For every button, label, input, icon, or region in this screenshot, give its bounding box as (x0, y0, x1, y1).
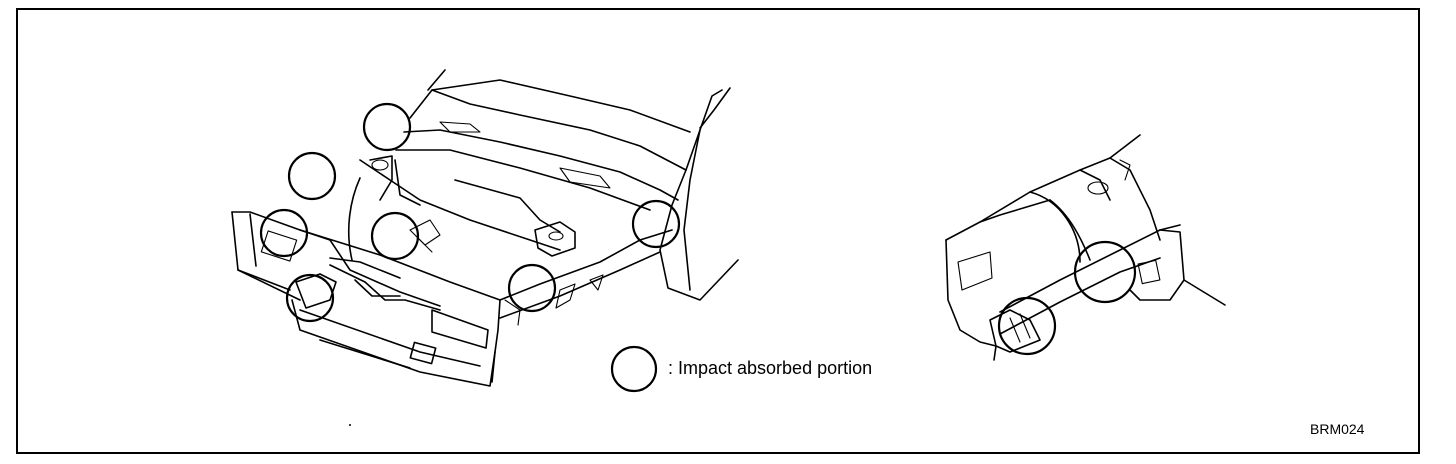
impact-marker (370, 211, 420, 261)
impact-marker (362, 102, 412, 152)
side-member-drawing (945, 134, 1226, 361)
figure-code: BRM024 (1310, 421, 1365, 437)
impact-marker (259, 208, 309, 258)
impact-markers-side (997, 240, 1137, 356)
impact-marker (997, 296, 1057, 356)
circle-icon (610, 345, 658, 393)
impact-marker (631, 199, 681, 249)
impact-marker (287, 151, 337, 201)
figure-frame (16, 8, 1420, 454)
legend-label: : Impact absorbed portion (668, 358, 873, 378)
stray-dot (349, 424, 351, 426)
impact-markers-front (259, 102, 681, 323)
front-body-frame-drawing (231, 69, 739, 387)
impact-marker (507, 263, 557, 313)
impact-marker (285, 273, 335, 323)
impact-marker (1073, 240, 1137, 304)
